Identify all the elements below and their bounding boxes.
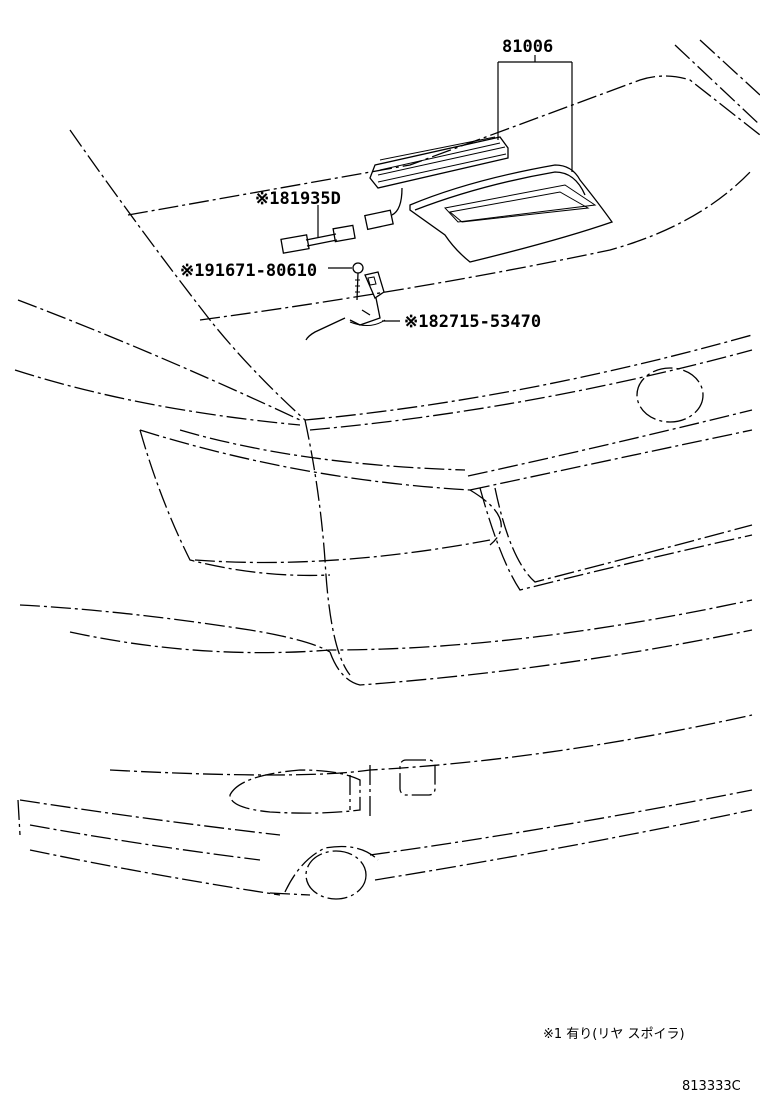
stop-lamp-assembly xyxy=(364,136,509,231)
screw-part xyxy=(352,262,364,301)
spoiler-cover xyxy=(409,164,614,263)
car-body-outline xyxy=(14,39,760,900)
leader-lines xyxy=(317,55,573,322)
footnote: ※1 有り(リヤ スポイラ) xyxy=(543,1027,685,1042)
label-81935d: ※181935D xyxy=(255,189,341,209)
reference-code: 813333C xyxy=(682,1079,741,1094)
label-81006: 81006 xyxy=(502,37,553,57)
clamp-bracket-part xyxy=(305,271,386,341)
wire-harness xyxy=(280,224,356,254)
label-91671-80610: ※191671-80610 xyxy=(180,261,317,281)
label-82715-53470: ※182715-53470 xyxy=(404,312,541,332)
